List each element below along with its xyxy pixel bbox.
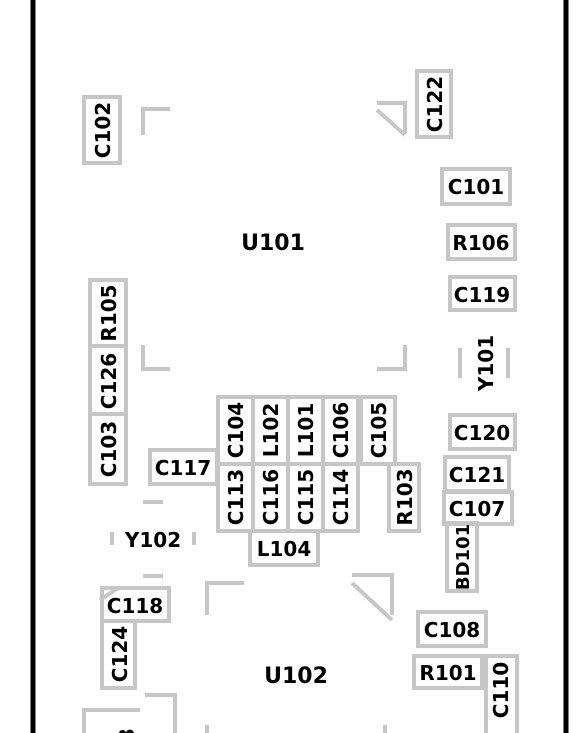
c114-label: C114 [329, 469, 353, 525]
partial-bottom-left-label: 3 [115, 728, 139, 733]
c110-outline [484, 654, 519, 733]
c120-label: C120 [454, 421, 510, 445]
y101-label: Y101 [474, 335, 498, 392]
c118-label: C118 [107, 594, 163, 618]
l102-label: L102 [259, 403, 283, 458]
r103-outline [387, 462, 421, 533]
c103-label: C103 [97, 421, 121, 477]
r103-label: R103 [393, 468, 417, 525]
u101-outline [141, 101, 407, 371]
l104-outline [248, 529, 320, 567]
y102-outline [110, 500, 196, 578]
left-column-outline [88, 278, 128, 486]
c102-outline [82, 95, 122, 165]
bd101-label: BD101 [453, 524, 474, 590]
c101-outline [440, 167, 512, 206]
y102-label: Y102 [124, 528, 181, 552]
c105-outline [359, 395, 397, 466]
c120-outline [448, 413, 517, 451]
r105-label: R105 [97, 284, 121, 341]
c119-outline [448, 275, 517, 312]
c115-label: C115 [294, 469, 318, 525]
c126-label: C126 [97, 353, 121, 409]
c102-label: C102 [91, 102, 115, 158]
c106-label: C106 [329, 402, 353, 458]
bottom-left-partial-outline [82, 693, 177, 733]
bd101-outline [445, 521, 479, 593]
c110-label: C110 [489, 662, 513, 718]
c105-label: C105 [367, 402, 391, 458]
c124-label: C124 [108, 626, 132, 682]
c101-label: C101 [448, 175, 504, 199]
c116-label: C116 [259, 469, 283, 525]
c122-outline [415, 69, 453, 139]
r101-label: R101 [419, 661, 476, 685]
r106-outline [446, 223, 517, 261]
r106-label: R106 [452, 231, 509, 255]
c121-label: C121 [449, 463, 505, 487]
c108-outline [416, 610, 488, 648]
l101-label: L101 [294, 403, 318, 458]
u101-label: U101 [241, 231, 305, 256]
c108-label: C108 [424, 618, 480, 642]
c124-outline [100, 619, 137, 690]
u102-outline [205, 573, 394, 733]
y101-outline [458, 348, 510, 378]
c119-label: C119 [454, 283, 510, 307]
l104-label: L104 [257, 537, 312, 561]
c104-label: C104 [224, 402, 248, 458]
c107-label: C107 [449, 497, 505, 521]
u102-label: U102 [264, 664, 328, 689]
r101-outline [412, 654, 484, 690]
c117-label: C117 [155, 456, 211, 480]
c122-label: C122 [423, 76, 447, 132]
c113-label: C113 [224, 469, 248, 525]
